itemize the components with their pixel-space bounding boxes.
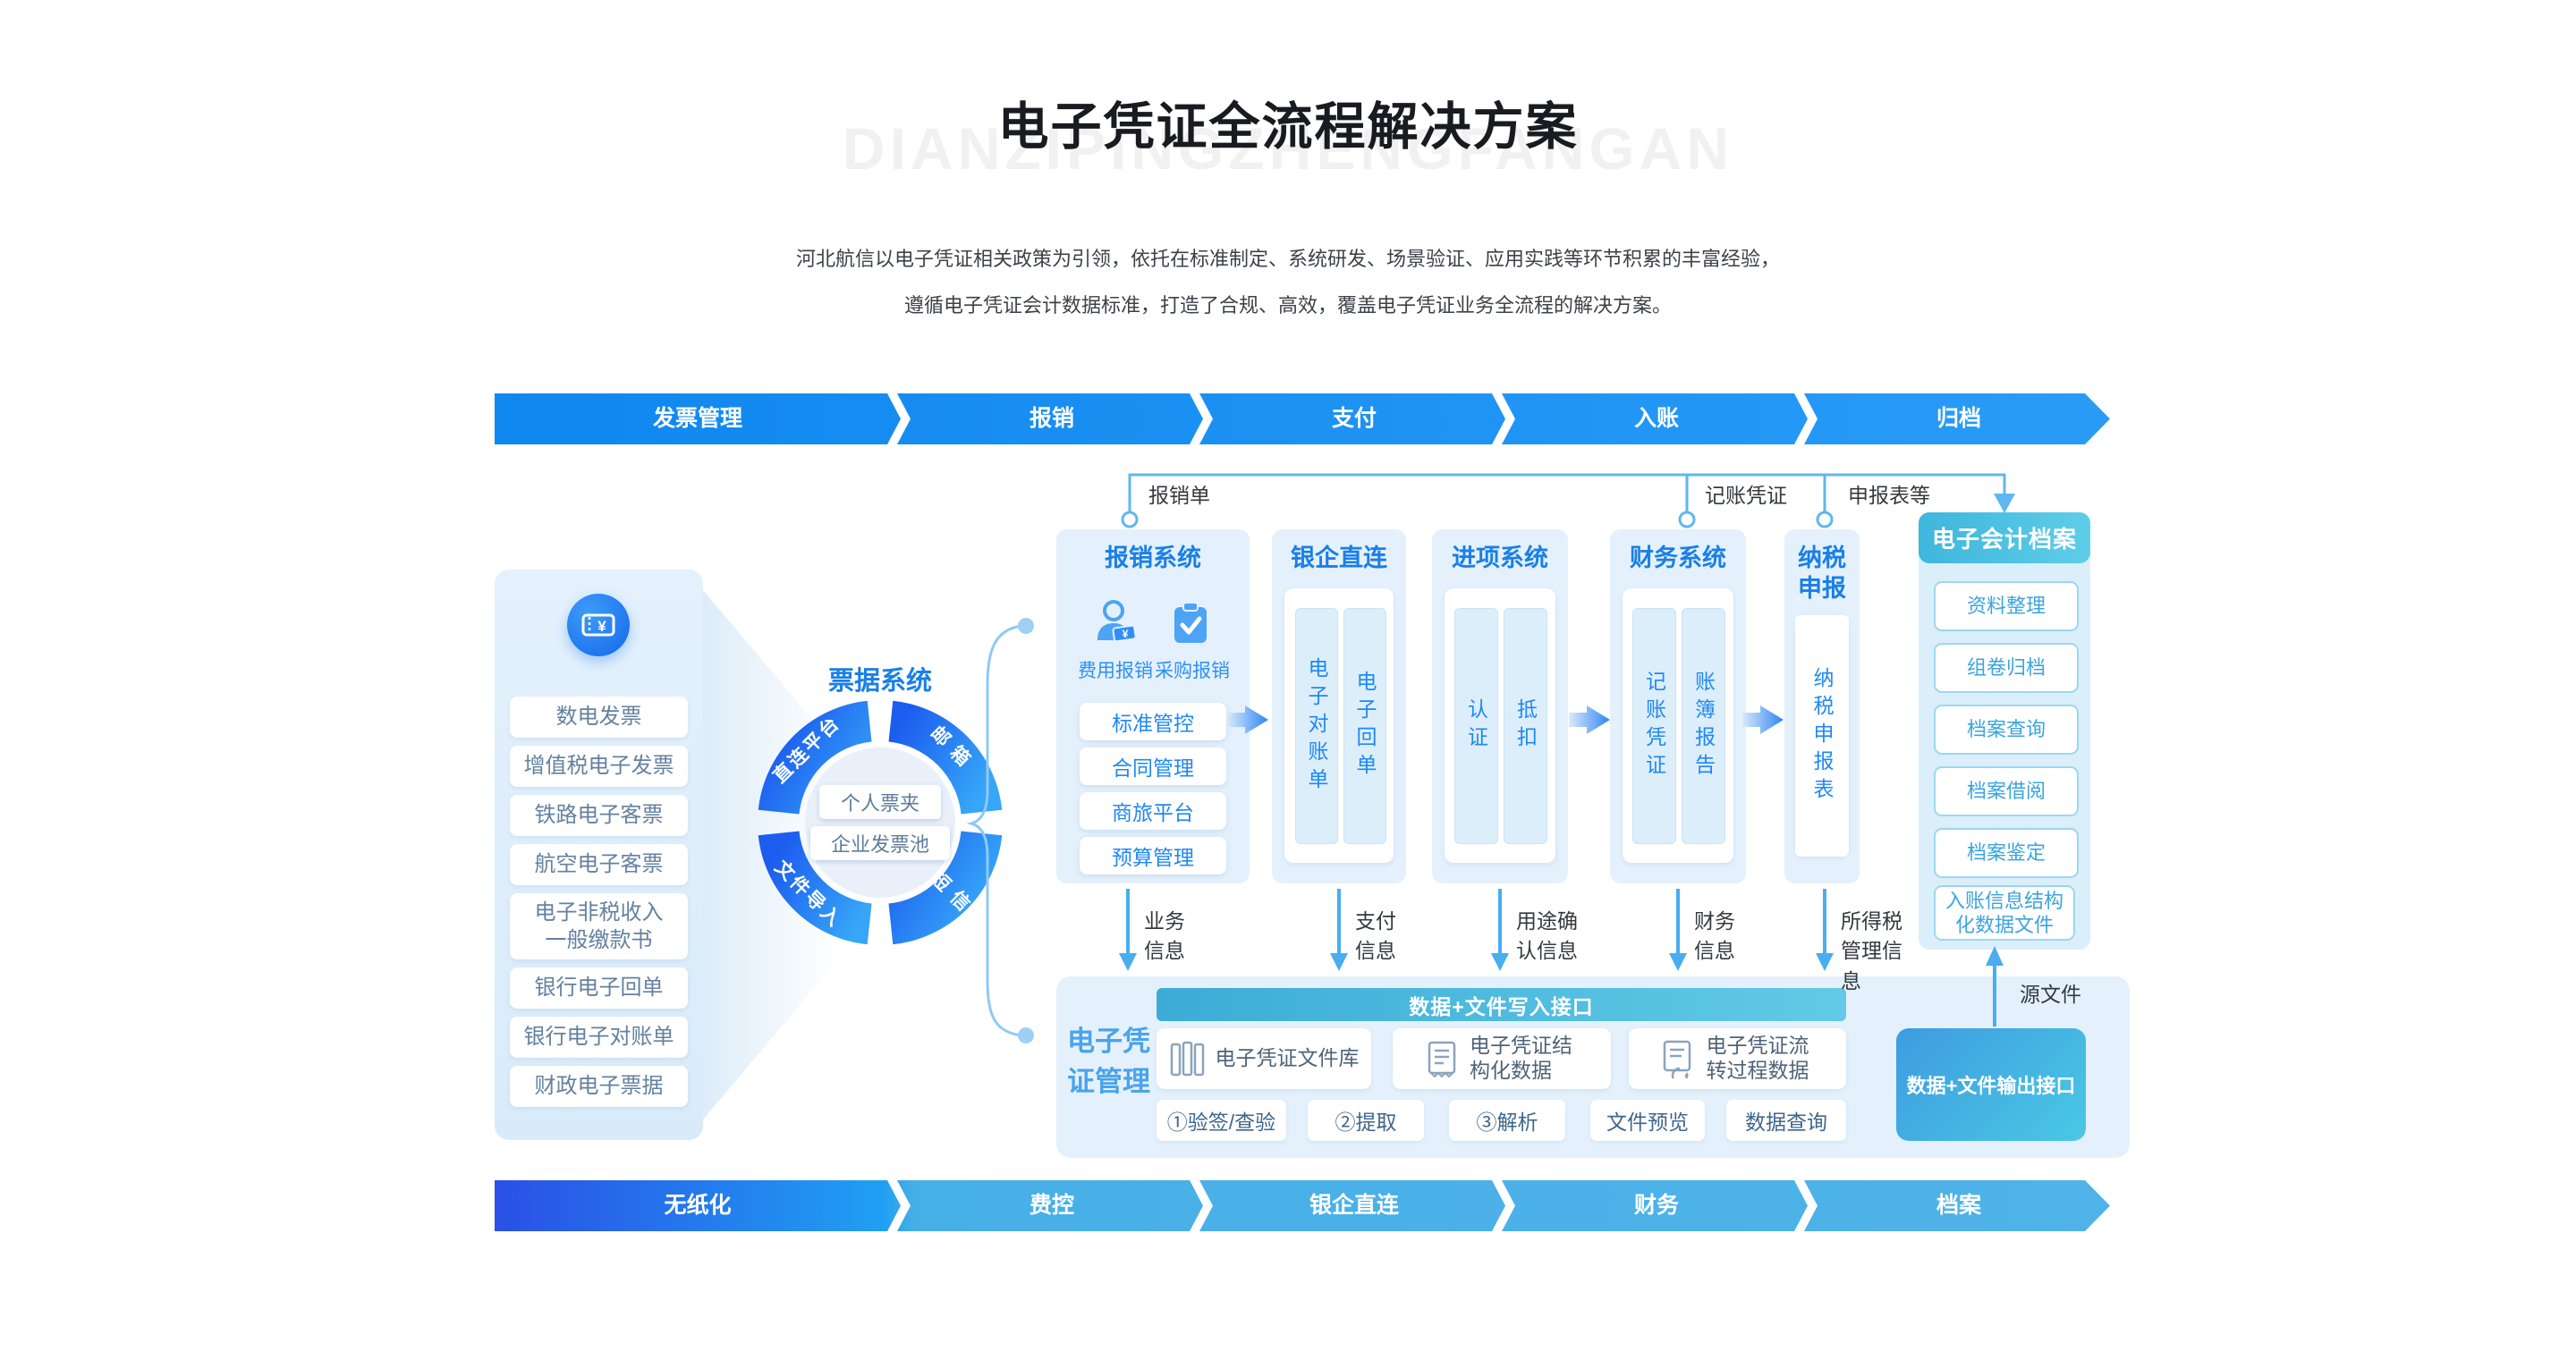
card-label: 电子凭证结构化数据	[1470, 1034, 1572, 1082]
expense-reimburse-label: 费用报销	[1078, 661, 1153, 681]
archive-item: 档案借阅	[1934, 766, 2079, 816]
step-pill-parse: ③解析	[1449, 1100, 1565, 1141]
enterprise-invoice-pool-pill: 企业发票池	[810, 826, 950, 860]
column-title: 银企直连	[1291, 545, 1387, 571]
pillar-receipt: 电子回单	[1353, 671, 1377, 781]
label-accounting-voucher: 记账凭证	[1705, 484, 1787, 507]
label-expense-form: 报销单	[1148, 484, 1210, 507]
subtitle-line-1: 河北航信以电子凭证相关政策为引领，依托在标准制定、系统研发、场景验证、应用实践等…	[795, 248, 1780, 270]
list-item: 财政电子票据	[510, 1066, 688, 1107]
voucher-process-data-card: 电子凭证流转过程数据	[1629, 1028, 1846, 1089]
voucher-file-library-card: 电子凭证文件库	[1157, 1028, 1371, 1089]
archive-header: 电子会计档案	[1919, 512, 2090, 563]
personal-ticket-folder-pill: 个人票夹	[819, 785, 941, 819]
file-library-icon	[1170, 1041, 1204, 1077]
column-title: 纳税申报	[1798, 545, 1846, 602]
procurement-reimburse-label: 采购报销	[1155, 661, 1230, 681]
top-process-banner	[495, 393, 2110, 444]
list-item: 航空电子客票	[510, 844, 688, 885]
structured-doc-icon	[1428, 1041, 1456, 1078]
feature-pill: 预算管理	[1080, 837, 1226, 874]
column-title: 进项系统	[1452, 545, 1548, 571]
list-item: 铁路电子客票	[510, 795, 688, 836]
column-title: 财务系统	[1630, 545, 1726, 571]
info-flow-payment: 支付信息	[1355, 909, 1396, 963]
top-banner-step-pay: 支付	[1331, 406, 1377, 431]
bottom-banner-finance: 财务	[1633, 1193, 1679, 1218]
list-item: 银行电子回单	[510, 967, 688, 1009]
voucher-mgmt-title: 电子凭证管理	[1067, 1026, 1150, 1097]
pillar-ledger: 账簿报告	[1691, 671, 1716, 781]
pill-file-preview: 文件预览	[1590, 1100, 1705, 1141]
list-item: 增值税电子发票	[510, 746, 688, 787]
column-bank-direct: 银企直连 电子对账单 电子回单	[1272, 529, 1406, 883]
feature-pill: 合同管理	[1080, 748, 1226, 785]
bottom-capability-banner	[495, 1180, 2110, 1231]
info-flow-finance: 财务信息	[1694, 909, 1735, 963]
background-watermark: DIANZIPINGZHENGFANGAN	[843, 115, 1733, 182]
pillar-certify: 认证	[1464, 698, 1488, 754]
pillar-deduct: 抵扣	[1513, 698, 1538, 754]
label-source-file: 源文件	[2020, 983, 2081, 1006]
column-e-accounting-archive: 电子会计档案 资料整理 组卷归档 档案查询 档案借阅 档案鉴定 入账信息结构化数…	[1919, 512, 2090, 950]
pillar-statement: 电子对账单	[1305, 656, 1328, 796]
step-pill-extract: ②提取	[1308, 1100, 1424, 1141]
ticket-system-donut: 直连平台 邮箱 文件导入 短信	[746, 688, 1014, 957]
doc-refresh-icon	[1663, 1040, 1690, 1078]
archive-item: 入账信息结构化数据文件	[1934, 885, 2075, 941]
bottom-banner-archive: 档案	[1936, 1193, 1981, 1218]
svg-text:¥: ¥	[1123, 628, 1129, 640]
list-item: 银行电子对账单	[510, 1017, 688, 1058]
top-banner-step-invoice: 发票管理	[652, 406, 742, 431]
list-item: 电子非税收入一般缴款书	[510, 893, 688, 959]
info-flow-usage: 用途确认信息	[1516, 909, 1578, 963]
expense-person-icon: ¥	[1097, 600, 1137, 643]
top-banner-step-booking: 入账	[1633, 406, 1679, 431]
svg-text:¥: ¥	[597, 618, 606, 635]
list-item: 数电发票	[510, 697, 688, 738]
ticket-glyph-icon: ¥	[581, 613, 615, 637]
top-banner-step-archive: 归档	[1936, 406, 1981, 431]
voucher-structured-data-card: 电子凭证结构化数据	[1393, 1028, 1611, 1089]
info-flow-business: 业务信息	[1144, 909, 1185, 963]
bottom-banner-paperless: 无纸化	[664, 1193, 732, 1218]
write-api-bar: 数据+文件写入接口	[1157, 988, 1846, 1021]
pillar-tax-return-form: 纳税申报表	[1810, 666, 1834, 806]
output-api-box: 数据+文件输出接口	[1896, 1028, 2086, 1141]
column-input-tax-system: 进项系统 认证 抵扣	[1432, 529, 1568, 883]
column-reimburse-system: 报销系统 ¥ 费用报销 采购报销 标准管控 合同管理 商旅平台 预算管理	[1056, 529, 1250, 883]
feature-pill: 标准管控	[1080, 703, 1226, 740]
archive-item: 组卷归档	[1934, 643, 2079, 693]
archive-item: 档案鉴定	[1934, 828, 2079, 878]
pillar-voucher: 记账凭证	[1642, 671, 1666, 781]
subtitle-line-2: 遵循电子凭证会计数据标准，打造了合规、高效，覆盖电子凭证业务全流程的解决方案。	[903, 294, 1672, 317]
card-label: 电子凭证文件库	[1215, 1046, 1360, 1070]
invoice-ticket-icon: ¥	[567, 594, 630, 656]
top-banner-step-reimburse: 报销	[1029, 406, 1074, 431]
step-pill-verify: ①验签/查验	[1157, 1100, 1286, 1141]
feature-pill: 商旅平台	[1080, 792, 1226, 830]
label-tax-returns: 申报表等	[1848, 484, 1930, 507]
card-label: 电子凭证流转过程数据	[1706, 1034, 1809, 1082]
archive-item: 资料整理	[1934, 581, 2079, 631]
procurement-clipboard-icon	[1174, 602, 1207, 643]
bottom-banner-expense-control: 费控	[1029, 1193, 1074, 1218]
archive-item: 档案查询	[1934, 705, 2079, 755]
column-finance-system: 财务系统 记账凭证 账簿报告	[1610, 529, 1746, 883]
bottom-banner-bank-direct: 银企直连	[1309, 1193, 1399, 1218]
ticket-system-title: 票据系统	[827, 667, 932, 696]
info-flow-income-tax: 所得税管理信息	[1841, 909, 1902, 993]
page-title: 电子凭证全流程解决方案	[997, 98, 1579, 156]
pill-data-query: 数据查询	[1726, 1100, 1846, 1141]
column-title: 报销系统	[1105, 545, 1201, 571]
column-tax-filing: 纳税申报 纳税申报表	[1784, 529, 1860, 883]
